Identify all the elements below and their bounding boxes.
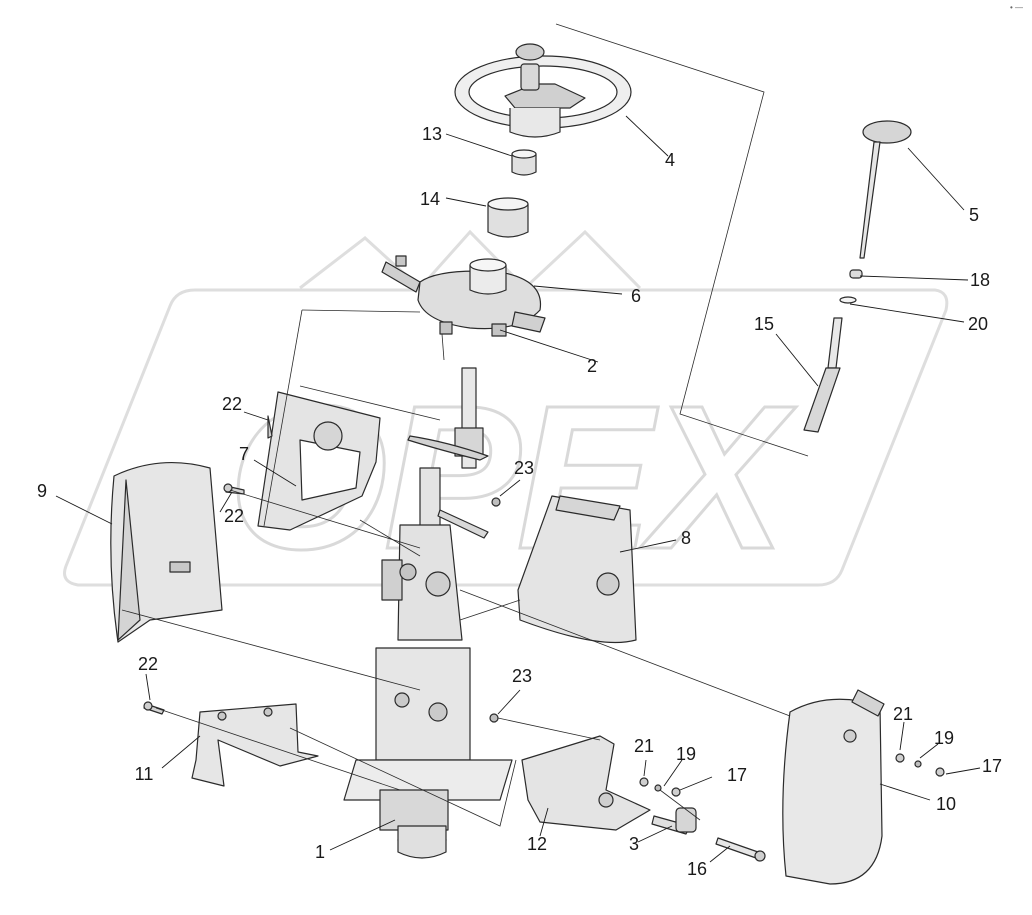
callout-label-p19a: 19 [676, 744, 696, 764]
callout-label-p21b: 21 [893, 704, 913, 724]
callout-label-p12: 12 [527, 834, 547, 854]
callout-label-p20: 20 [968, 314, 988, 334]
callout-label-p17b: 17 [982, 756, 1002, 776]
callout-label-p23a: 23 [514, 458, 534, 478]
callout-label-p8: 8 [681, 528, 691, 548]
cover-9 [110, 461, 223, 643]
hardware [143, 415, 945, 797]
parts [110, 43, 945, 885]
tube-14 [487, 197, 529, 238]
bracket-12 [521, 735, 651, 831]
callout-label-p11: 11 [135, 764, 154, 784]
callout-label-p5: 5 [969, 205, 979, 225]
bracket-11 [191, 703, 319, 787]
callout-label-p14: 14 [420, 189, 440, 209]
callout-label-p22a: 22 [222, 394, 242, 414]
callout-label-p2: 2 [587, 356, 597, 376]
callout-label-p21a: 21 [634, 736, 654, 756]
steering-shaft [407, 367, 489, 541]
steering-wheel [454, 43, 632, 138]
lever-5 [839, 120, 912, 304]
steering-column [343, 524, 513, 859]
callout-label-p13: 13 [422, 124, 442, 144]
cover-7 [257, 391, 381, 531]
bolt-16 [715, 837, 766, 862]
callout-label-p9: 9 [37, 481, 47, 501]
callout-label-p15: 15 [754, 314, 774, 334]
callout-label-p10: 10 [936, 794, 956, 814]
callout-label-p16: 16 [687, 859, 707, 879]
callout-label-p1: 1 [315, 842, 325, 862]
gas-strut-15 [803, 317, 843, 433]
watermark-frame [63, 288, 949, 587]
pin-3 [651, 807, 697, 835]
callout-label-p18: 18 [970, 270, 990, 290]
cover-10 [782, 689, 885, 885]
callout-label-p22c: 22 [138, 654, 158, 674]
bushing-13 [511, 149, 537, 176]
leader-lines [55, 115, 981, 863]
combination-switch [381, 255, 546, 337]
assembly-lines [121, 23, 809, 827]
callout-label-p6: 6 [631, 286, 641, 306]
callout-label-p7: 7 [239, 444, 249, 464]
callout-label-p4: 4 [665, 150, 675, 170]
callout-label-p17a: 17 [727, 765, 747, 785]
corner-mark: • — [1010, 3, 1023, 12]
callout-label-p3: 3 [629, 834, 639, 854]
cover-8 [517, 495, 637, 644]
callout-label-p23b: 23 [512, 666, 532, 686]
callout-label-p22b: 22 [224, 506, 244, 526]
watermark-crown [299, 229, 642, 291]
callout-label-p19b: 19 [934, 728, 954, 748]
